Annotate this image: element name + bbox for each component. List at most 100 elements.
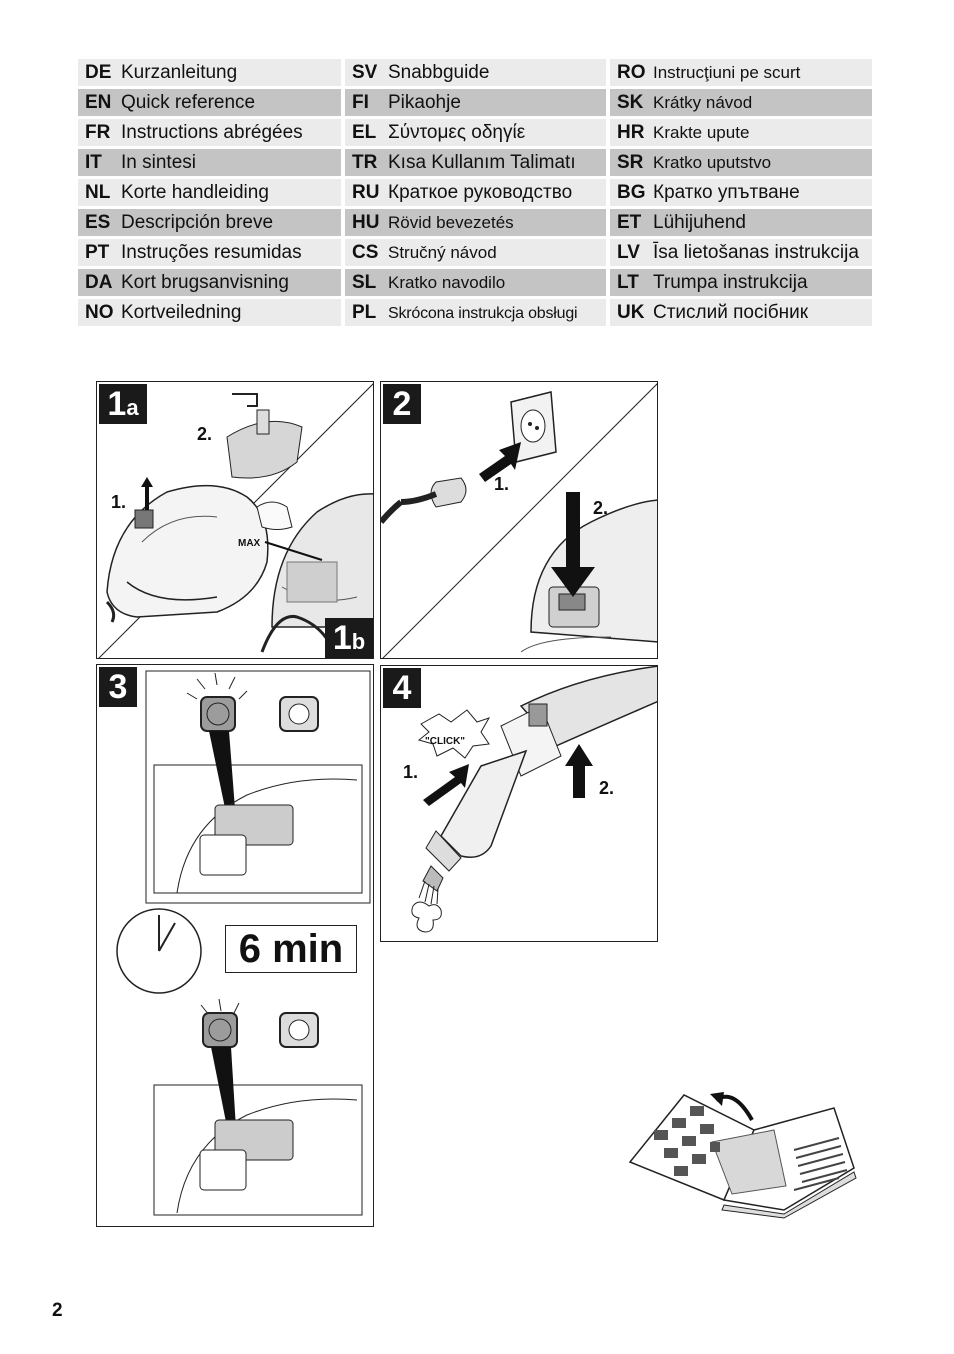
language-row: NL Korte handleiding RU Краткое руководство… [78,179,872,209]
click-label: "CLICK" [425,736,466,747]
language-code: HU [352,212,380,233]
language-title: Instrucţiuni pe scurt [653,63,801,82]
language-title: In sintesi [121,152,196,173]
language-title: Pikaohje [388,92,461,113]
language-code: RU [352,182,380,203]
language-code: DE [85,62,112,83]
language-title: Lühijuhend [653,212,746,233]
language-title: Стислий посібник [653,302,809,323]
language-code: RO [617,62,646,83]
step-label-1: 1. [111,492,127,512]
language-code: UK [617,302,645,323]
step-label-1: 1. [403,762,419,782]
language-title: Īsa lietošanas instrukcija [653,242,859,263]
language-title: Instruções resumidas [121,242,302,263]
attach-nozzle-illustration [411,666,657,933]
language-title: Kurzanleitung [121,62,238,83]
panel-step-2: 2 1. 2. [380,381,658,659]
language-code: HR [617,122,645,143]
language-entry: EN Quick reference [78,89,341,116]
language-entry: RU Краткое руководство [345,179,606,206]
heat-up-illustration [116,670,371,1216]
language-code: FR [85,122,111,143]
language-row: ES Descripción breve HU Rövid bevezetés ET Lü… [78,209,872,239]
language-title: Kratko navodilo [388,273,506,292]
language-title: Kortveiledning [121,302,242,323]
language-title: Quick reference [121,92,256,113]
language-title: Stručný návod [388,243,497,262]
language-code: EN [85,92,112,113]
language-entry: ES Descripción breve [78,209,341,236]
language-entry: HU Rövid bevezetés [345,209,606,236]
language-title: Kratko uputstvo [653,153,772,172]
panel-step-1: 1a 1b 1. 2. MAX [96,381,374,659]
step-badge-1b: 1b [325,618,373,658]
open-manual-icon [628,1092,857,1219]
language-title: Snabbguide [388,62,490,83]
step-label-2: 2. [599,778,615,798]
max-marker-label: MAX [238,538,261,549]
language-entry: NL Korte handleiding [78,179,341,206]
language-title: Descripción breve [121,212,274,233]
panel-step-4: 4 "CLICK" 1. 2. [380,665,658,942]
step-label-1: 1. [494,474,510,494]
language-code: TR [352,152,378,173]
language-entry: SK Krátky návod [610,89,872,116]
language-code: SR [617,152,644,173]
language-entry: ET Lühijuhend [610,209,872,236]
language-entry: SR Kratko uputstvo [610,149,872,176]
language-code: BG [617,182,646,203]
language-row: DE Kurzanleitung SV Snabbguide RO Instrucţiun… [78,59,872,89]
language-code: IT [85,152,102,173]
steam-cleaner-filling-illustration [98,383,373,658]
language-entry: SV Snabbguide [345,59,606,86]
language-code: FI [352,92,369,113]
page-number: 2 [52,1300,63,1321]
language-title: Korte handleiding [121,182,269,203]
language-code: NL [85,182,111,203]
language-title: Rövid bevezetés [388,213,514,232]
language-table: DE Kurzanleitung SV Snabbguide RO Instrucţiun… [78,59,872,329]
step-badge-2: 2 [383,384,421,424]
language-title: Краткое руководство [388,182,573,203]
language-entry: FI Pikaohje [345,89,606,116]
language-title: Trumpa instrukcija [653,272,808,293]
language-code: SK [617,92,644,113]
language-row: EN Quick reference FI Pikaohje SK Krátky návo… [78,89,872,119]
language-title: Krátky návod [653,93,753,112]
language-code: LV [617,242,640,263]
language-title: Instructions abrégées [121,122,303,143]
language-entry: FR Instructions abrégées [78,119,341,146]
step-label-2: 2. [593,498,609,518]
language-title: Skrócona instrukcja obsługi [388,305,578,322]
language-title: Krakte upute [653,123,750,142]
language-code: ES [85,212,111,233]
language-entry: PL Skrócona instrukcja obsługi [345,299,606,326]
language-code: DA [85,272,113,293]
language-entry: HR Krakte upute [610,119,872,146]
language-entry: DE Kurzanleitung [78,59,341,86]
language-entry: RO Instrucţiuni pe scurt [610,59,872,86]
language-code: CS [352,242,379,263]
step-badge-3: 3 [99,667,137,707]
language-code: PL [352,302,377,323]
step-badge-1a: 1a [99,384,147,424]
step-label-2: 2. [197,424,213,444]
language-entry: IT In sintesi [78,149,341,176]
language-code: ET [617,212,642,233]
language-code: SV [352,62,378,83]
heat-up-time: 6 min [225,925,357,973]
language-title: Σύντομες οδηγίε [388,122,526,143]
